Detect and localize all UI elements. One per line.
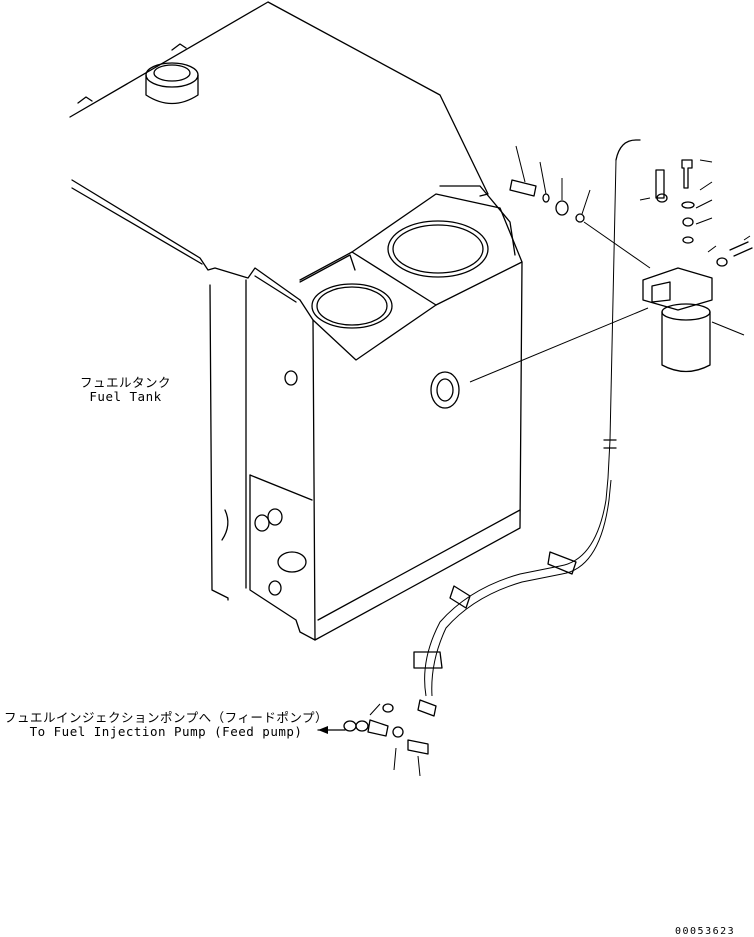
fuel-hose (413, 139, 649, 717)
feed-pump-label-en: To Fuel Injection Pump (Feed pump) (29, 724, 303, 739)
fuel-filter (639, 159, 753, 373)
fuel-tank (69, 1, 523, 641)
hose-fittings-upper (509, 145, 651, 269)
feed-pump-label: フュエルインジェクションポンプへ（フィードポンプ） To Fuel Inject… (4, 711, 328, 739)
pump-connection-fittings (317, 703, 429, 777)
fuel-tank-label-en: Fuel Tank (89, 389, 162, 404)
fuel-tank-label-jp: フュエルタンク (80, 375, 172, 390)
feed-pump-label-jp: フュエルインジェクションポンプへ（フィードポンプ） (4, 710, 329, 725)
drawing-code: 00053623 (675, 926, 736, 937)
fuel-tank-label: フュエルタンク Fuel Tank (80, 376, 171, 404)
